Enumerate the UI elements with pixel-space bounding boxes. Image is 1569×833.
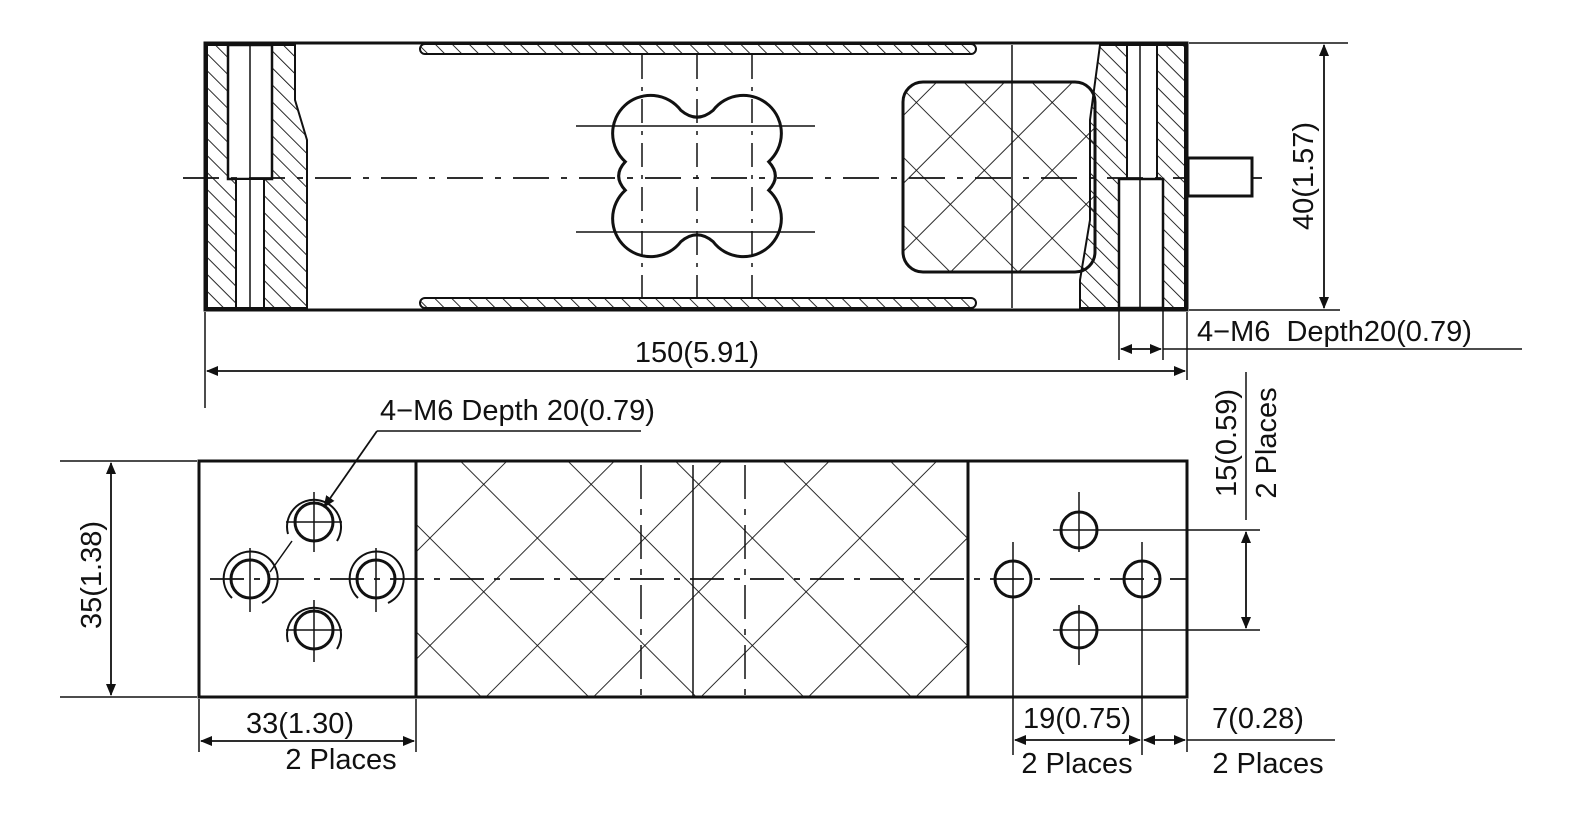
right-hole-bottom — [1053, 605, 1260, 665]
right-hole-left — [993, 542, 1033, 755]
cable-entry — [1186, 156, 1254, 198]
edge-offset-label: 7(0.28) — [1212, 703, 1304, 735]
upper-flexure-slot — [419, 43, 977, 55]
bottom-view-dimensions: 4−M6 Depth 20(0.79) 35(1.38) 15(0.59) 2 … — [60, 372, 1335, 780]
gauge-patch — [901, 80, 1097, 274]
length-label: 150(5.91) — [635, 337, 759, 369]
left-pad-label: 33(1.30) — [246, 708, 354, 740]
hole-spacing-label: 15(0.59) — [1211, 389, 1243, 497]
bottom-thread-label: 4−M6 Depth 20(0.79) — [380, 395, 655, 427]
right-hole-pattern — [993, 492, 1260, 755]
hole-spacing-note: 2 Places — [1251, 387, 1283, 498]
right-spacing-label: 19(0.75) — [1023, 703, 1131, 735]
left-hole-left — [222, 548, 279, 612]
left-hole-bottom — [286, 600, 342, 662]
left-pad-note: 2 Places — [285, 744, 396, 776]
edge-offset-note: 2 Places — [1212, 748, 1323, 780]
height-label: 40(1.57) — [1288, 122, 1320, 230]
right-through-bore — [1126, 44, 1158, 180]
top-view — [183, 41, 1262, 312]
width-label: 35(1.38) — [76, 521, 108, 629]
bottom-view — [197, 459, 1260, 755]
right-spacing-note: 2 Places — [1021, 748, 1132, 780]
right-hole-top — [1053, 492, 1260, 552]
right-threaded-bore — [1117, 177, 1165, 310]
lower-flexure-slot — [419, 297, 977, 309]
left-hole-right — [348, 548, 405, 612]
top-view-dimensions: 150(5.91) 40(1.57) 4−M6 Depth20(0.79) — [204, 42, 1522, 408]
left-hole-top — [286, 492, 342, 552]
left-hole-pattern — [222, 492, 405, 662]
binocular-cutout — [576, 55, 815, 300]
thread-leader — [323, 430, 378, 508]
right-hole-right — [1122, 542, 1162, 755]
top-thread-label: 4−M6 Depth20(0.79) — [1197, 316, 1472, 348]
